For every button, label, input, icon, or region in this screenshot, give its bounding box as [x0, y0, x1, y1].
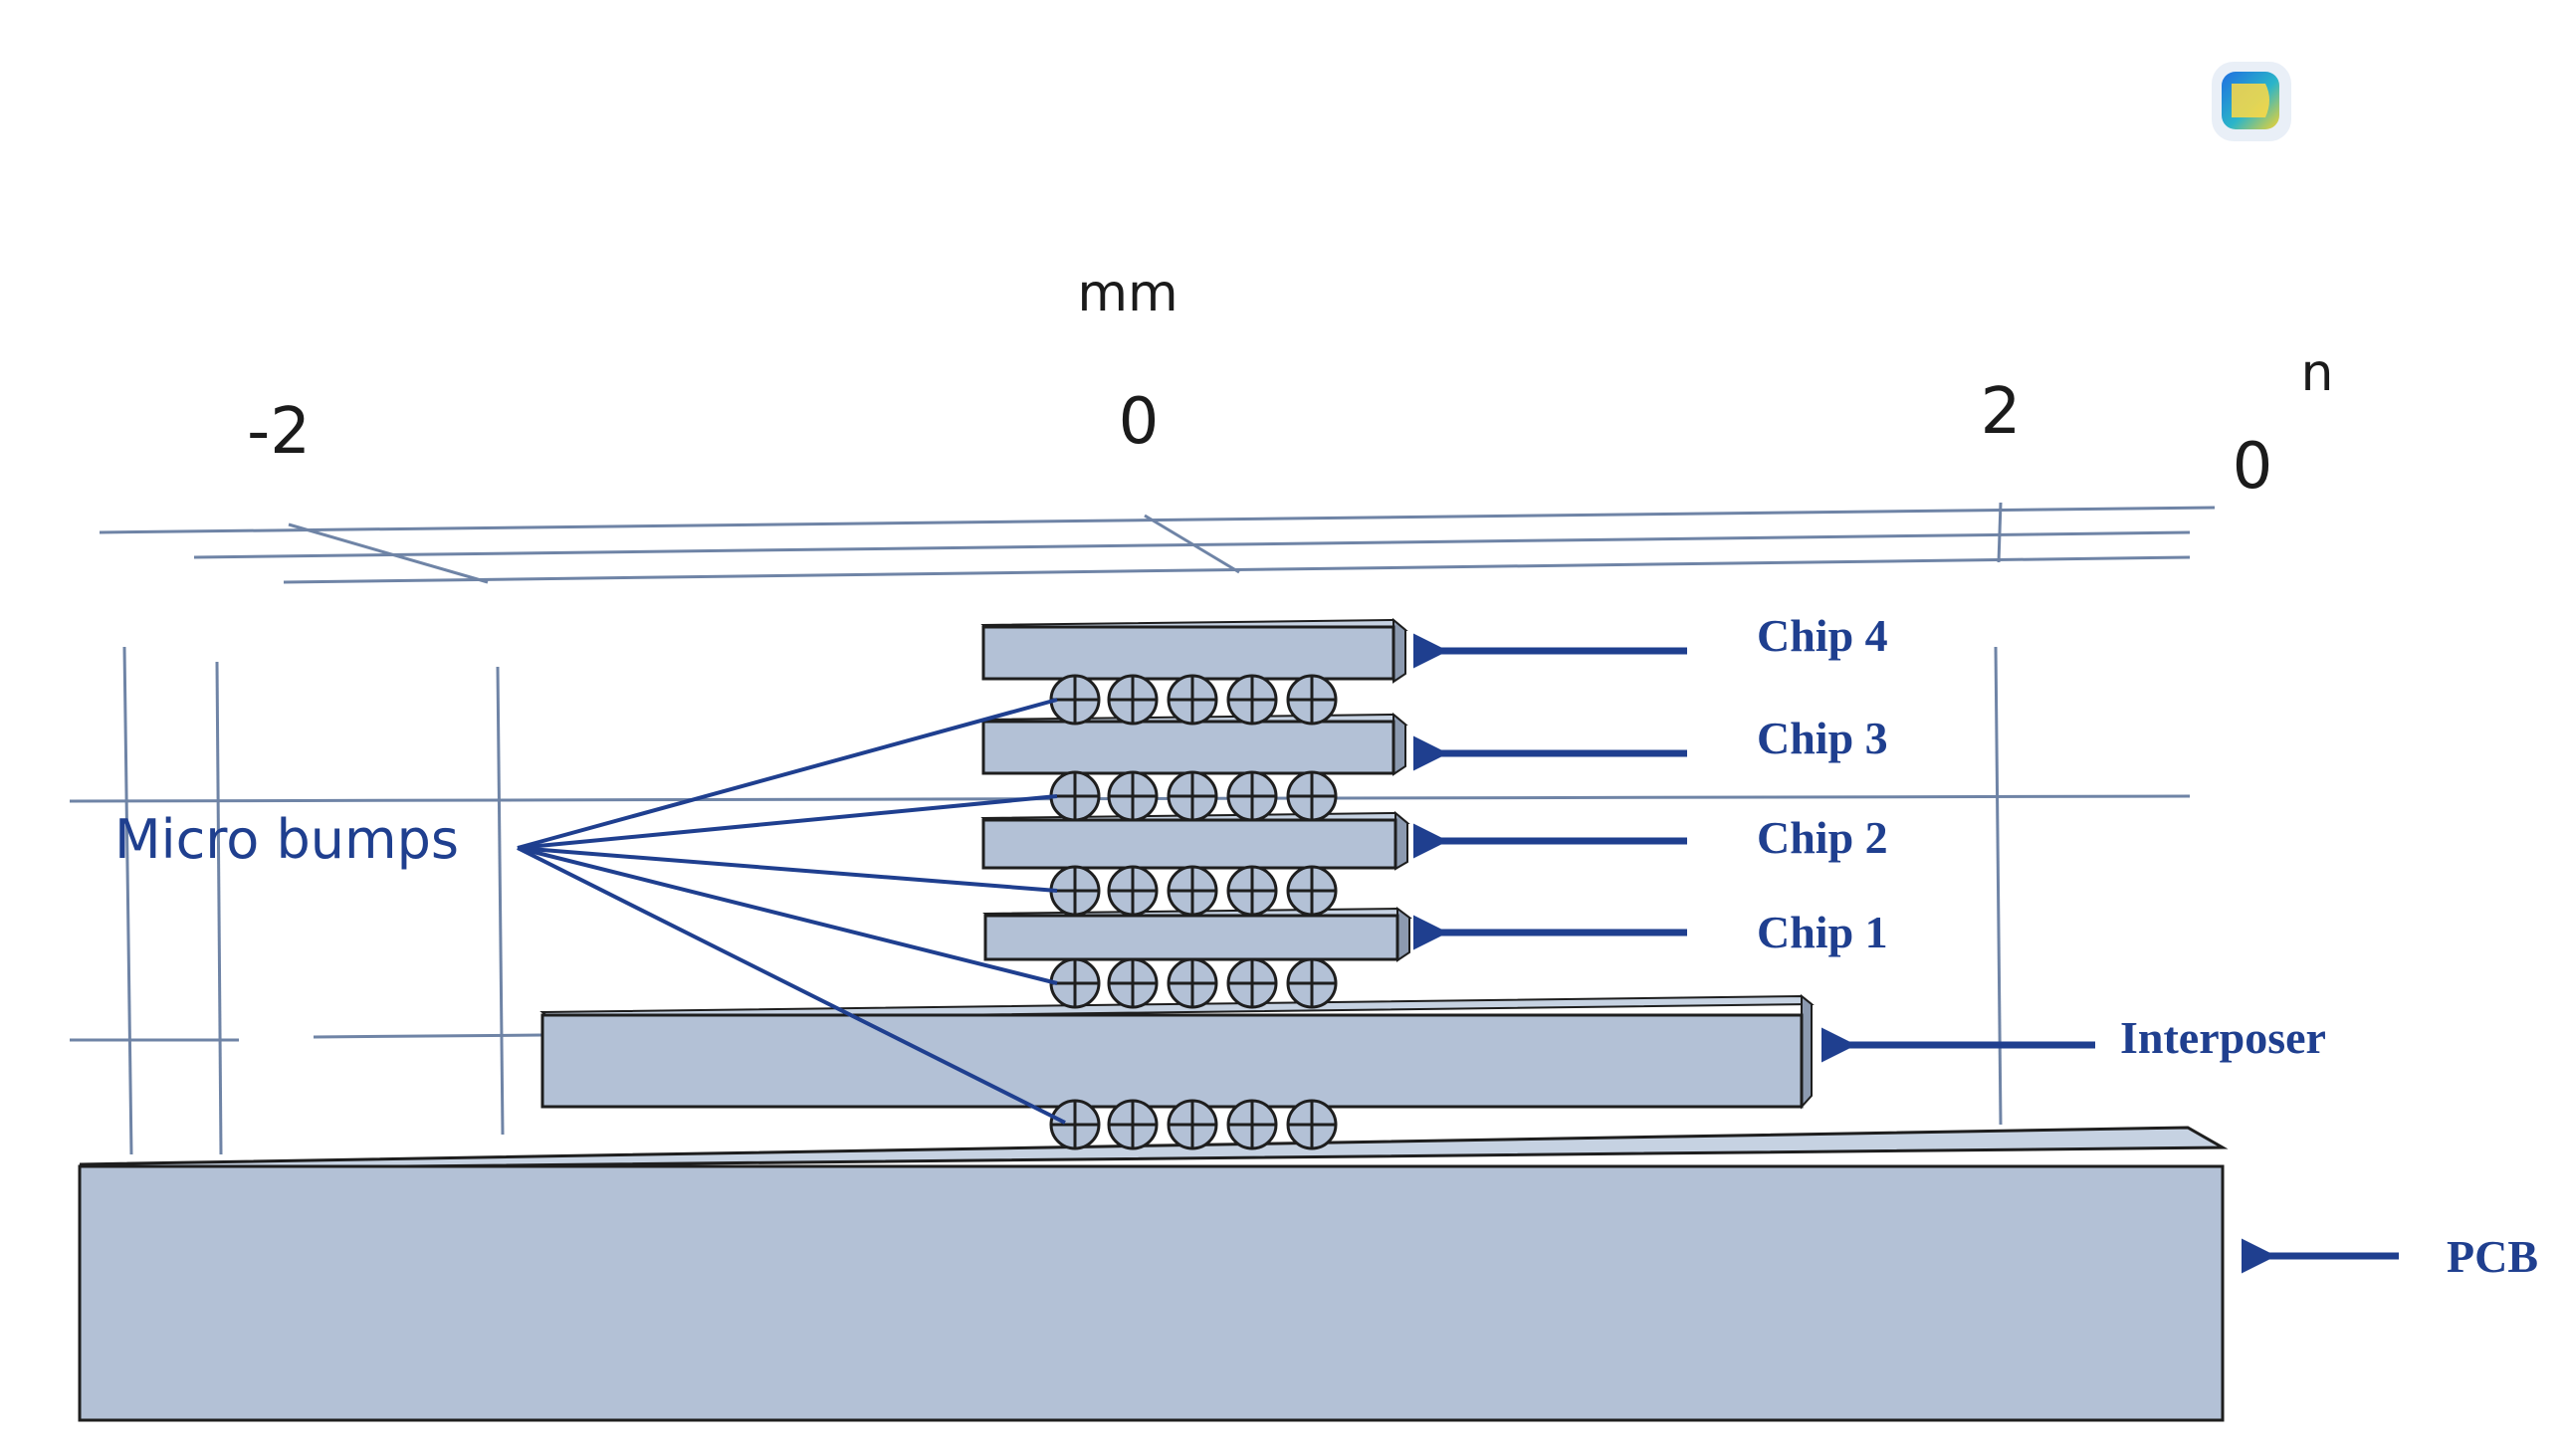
micro-bump-leaders — [517, 698, 1066, 1125]
label-arrows — [1413, 633, 2399, 1274]
micro-bump — [1107, 674, 1159, 726]
chip1-label: Chip 1 — [1757, 907, 1888, 957]
micro-bump — [1107, 770, 1159, 822]
micro-bump — [1167, 865, 1218, 917]
micro-bump — [1049, 674, 1101, 726]
view-cube-icon[interactable] — [2212, 62, 2291, 141]
chip4-label: Chip 4 — [1757, 610, 1888, 661]
micro-bump — [1167, 1099, 1218, 1150]
micro-bump-row — [1049, 957, 1338, 1009]
micro-bump — [1286, 865, 1338, 917]
pcb-label: PCB — [2447, 1231, 2538, 1282]
interposer-layer — [539, 993, 1815, 1110]
micro-bump — [1226, 674, 1278, 726]
chip-4 — [980, 617, 1408, 684]
side-axis-tick-0: 0 — [2233, 430, 2273, 504]
micro-bumps-label: Micro bumps — [114, 808, 459, 871]
micro-bump — [1049, 1099, 1101, 1150]
micro-bump — [1049, 957, 1101, 1009]
micro-bump — [1286, 674, 1338, 726]
micro-bump — [1226, 957, 1278, 1009]
axis-tick-2: 2 — [1981, 375, 2022, 449]
chip3-label: Chip 3 — [1757, 713, 1888, 763]
micro-bump — [1226, 770, 1278, 822]
axis-labels: mm -2 0 2 0 n — [247, 264, 2333, 504]
micro-bump-rows — [1049, 674, 1338, 1150]
axis-unit-label: mm — [1077, 264, 1177, 323]
micro-bump — [1167, 957, 1218, 1009]
micro-bump — [1107, 957, 1159, 1009]
component-labels: Micro bumps Chip 4 Chip 3 Chip 2 Chip 1 … — [114, 610, 2538, 1282]
micro-bump — [1226, 1099, 1278, 1150]
micro-bump-row — [1049, 1099, 1338, 1150]
axis-tick-minus-2: -2 — [247, 395, 311, 469]
micro-bump — [1167, 770, 1218, 822]
axis-tick-0: 0 — [1119, 385, 1160, 459]
micro-bump — [1286, 957, 1338, 1009]
micro-bump — [1286, 770, 1338, 822]
chip2-label: Chip 2 — [1757, 812, 1888, 863]
micro-bump — [1049, 865, 1101, 917]
chip-1 — [982, 907, 1412, 962]
chip-2 — [980, 810, 1410, 871]
micro-bump — [1226, 865, 1278, 917]
micro-bump-row — [1049, 865, 1338, 917]
pcb-board — [78, 1126, 2229, 1422]
micro-bump — [1107, 1099, 1159, 1150]
side-axis-unit: n — [2301, 343, 2334, 403]
interposer-label: Interposer — [2120, 1012, 2326, 1063]
micro-bump-row — [1049, 674, 1338, 726]
micro-bump-row — [1049, 770, 1338, 822]
micro-bump — [1049, 770, 1101, 822]
micro-bump — [1167, 674, 1218, 726]
micro-bump — [1107, 865, 1159, 917]
micro-bump — [1286, 1099, 1338, 1150]
